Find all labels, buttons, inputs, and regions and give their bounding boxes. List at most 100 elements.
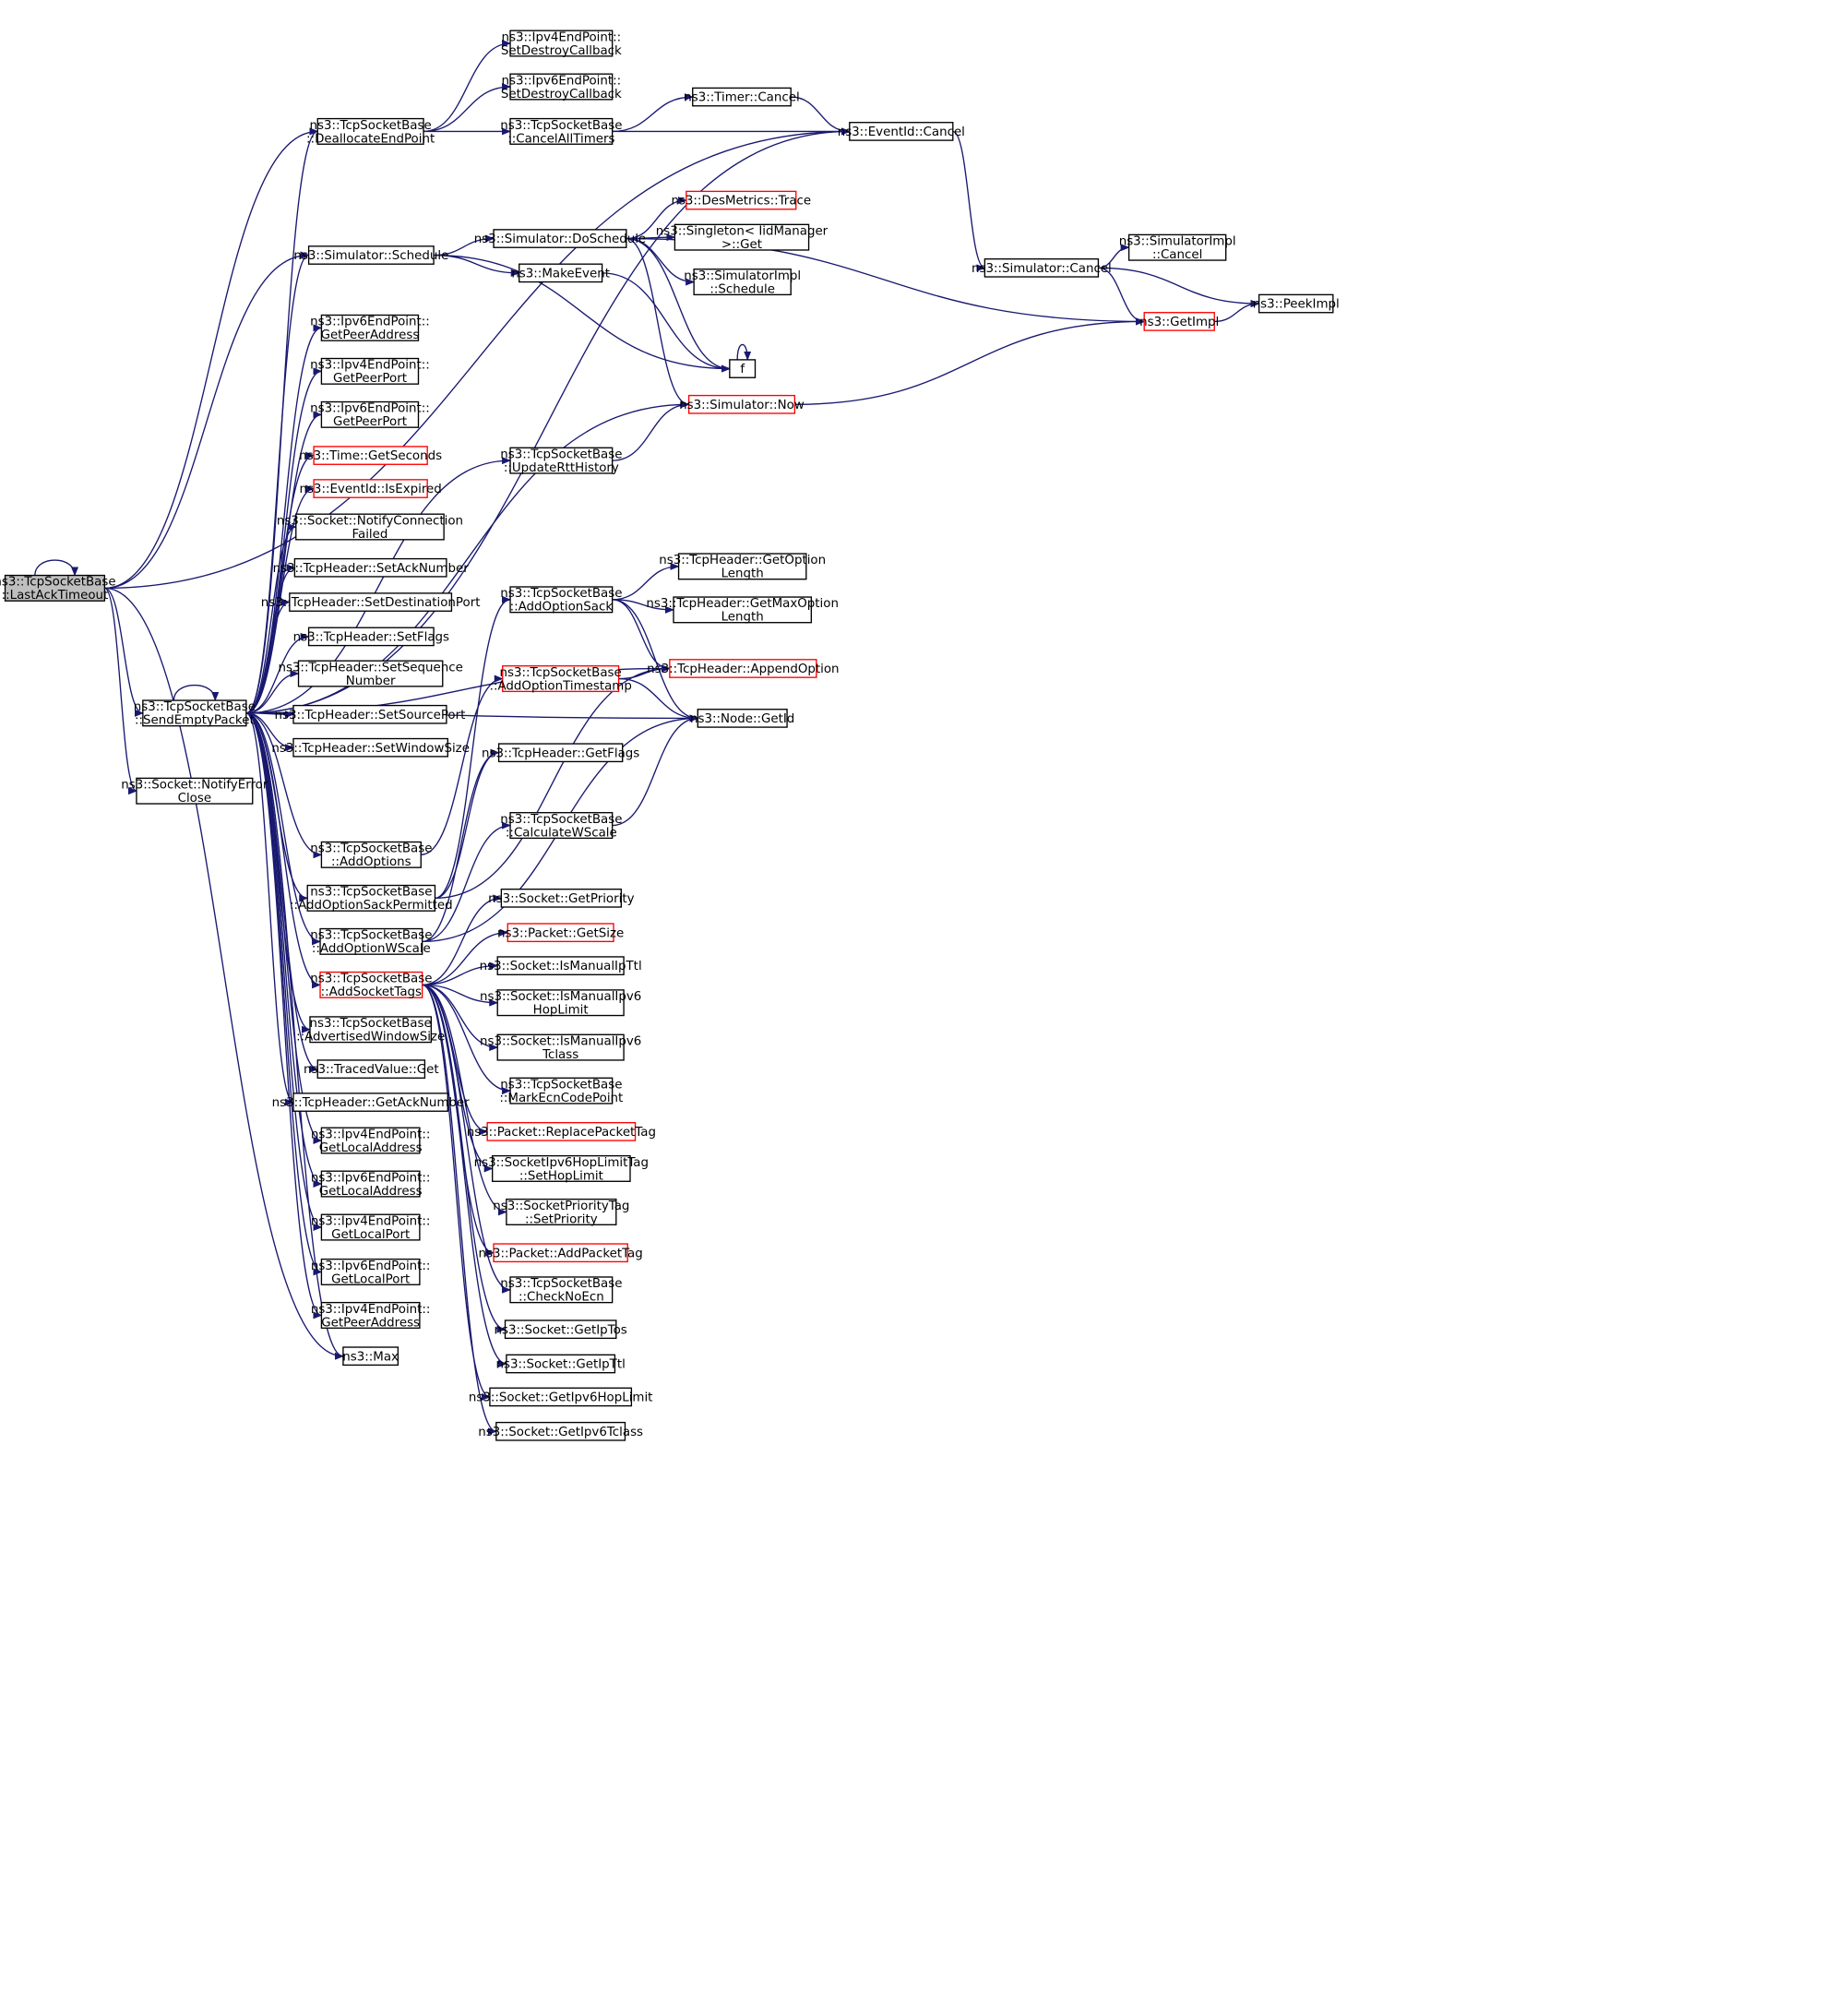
node-simschedule[interactable]: ns3::Simulator::Schedule: [293, 245, 448, 265]
node-ipv6localport[interactable]: ns3::Ipv6EndPoint::GetLocalPort: [311, 1258, 431, 1287]
node-simimplschedule[interactable]: ns3::SimulatorImpl::Schedule: [684, 269, 801, 297]
node-simcancel[interactable]: ns3::Simulator::Cancel: [972, 257, 1112, 278]
node-label: ::CancelAllTimers: [507, 132, 614, 146]
node-appendoption[interactable]: ns3::TcpHeader::AppendOption: [647, 659, 840, 678]
edge-sendempty-to-notifyconnfailed: [245, 523, 297, 714]
node-ipv4localport[interactable]: ns3::Ipv4EndPoint::GetLocalPort: [311, 1213, 431, 1242]
edge-addsockettags-to-ismanualipttl: [422, 961, 499, 986]
node-addoptionts[interactable]: ns3::TcpSocketBase::AddOptionTimestamp: [489, 665, 632, 694]
edge-simcancel-to-peekimpl: [1098, 267, 1260, 308]
node-singleton[interactable]: ns3::Singleton< IidManager >::Get: [656, 223, 829, 252]
node-ipv6destroy[interactable]: ns3::Ipv6EndPoint::SetDestroyCallback: [501, 73, 622, 101]
node-checknoecn[interactable]: ns3::TcpSocketBase::CheckNoEcn: [500, 1276, 622, 1305]
node-tracedget[interactable]: ns3::TracedValue::Get: [304, 1059, 439, 1079]
edge-sendempty-to-addoptions: [245, 712, 323, 859]
node-ipv4localaddr[interactable]: ns3::Ipv4EndPoint::GetLocalAddress: [311, 1127, 431, 1155]
node-getipv6tclass[interactable]: ns3::Socket::GetIpv6Tclass: [478, 1421, 643, 1441]
node-addoptionsack[interactable]: ns3::TcpSocketBase::AddOptionSack: [500, 586, 622, 615]
node-getiptos[interactable]: ns3::Socket::GetIpTos: [495, 1319, 627, 1340]
node-addoptionsackperm[interactable]: ns3::TcpSocketBase::AddOptionSackPermitt…: [290, 884, 453, 913]
node-label: ns3::Ipv4EndPoint::: [311, 1303, 431, 1317]
node-setflags[interactable]: ns3::TcpHeader::SetFlags: [293, 627, 449, 647]
node-setwinsize[interactable]: ns3::TcpHeader::SetWindowSize: [271, 737, 470, 758]
node-sendempty[interactable]: ns3::TcpSocketBase::SendEmptyPacket: [134, 699, 256, 728]
node-box: [509, 586, 614, 614]
node-sethoplimit[interactable]: ns3::SocketIpv6HopLimitTag::SetHopLimit: [474, 1154, 649, 1184]
node-ipv4peeraddr[interactable]: ns3::Ipv4EndPoint::GetPeerAddress: [311, 1301, 431, 1331]
node-addsockettags[interactable]: ns3::TcpSocketBase::AddSocketTags: [310, 971, 432, 1000]
node-addpackettag[interactable]: ns3::Packet::AddPacketTag: [479, 1243, 643, 1263]
node-getseconds[interactable]: ns3::Time::GetSeconds: [299, 446, 442, 465]
edge-addoptionsack-to-appendoption: [612, 599, 671, 673]
node-ipv6localaddr[interactable]: ns3::Ipv6EndPoint::GetLocalAddress: [311, 1170, 431, 1199]
edge-sendempty-to-setflags: [245, 632, 310, 714]
node-setpriority[interactable]: ns3::SocketPriorityTag::SetPriority: [493, 1198, 629, 1227]
node-label: ns3::TcpSocketBase: [500, 666, 622, 680]
node-getimpl[interactable]: ns3::GetImpl: [1139, 312, 1219, 331]
node-markecn[interactable]: ns3::TcpSocketBase::MarkEcnCodePoint: [499, 1077, 623, 1105]
node-addoptionwscale[interactable]: ns3::TcpSocketBase::AddOptionWScale: [310, 927, 432, 957]
node-label: ns3::Node::GetId: [690, 712, 794, 726]
node-getpriority[interactable]: ns3::Socket::GetPriority: [488, 888, 635, 908]
node-label: ns3::TcpHeader::SetAckNumber: [273, 562, 470, 576]
node-getipttl[interactable]: ns3::Socket::GetIpTtl: [495, 1354, 626, 1374]
node-label: ::SendEmptyPacket: [135, 714, 255, 728]
node-dealloc[interactable]: ns3::TcpSocketBase::DeallocateEndPoint: [306, 117, 435, 147]
node-timercancel[interactable]: ns3::Timer::Cancel: [684, 87, 800, 107]
node-getipv6hop[interactable]: ns3::Socket::GetIpv6HopLimit: [469, 1387, 653, 1407]
node-peekimpl[interactable]: ns3::PeekImpl: [1253, 293, 1340, 314]
node-ipv4destroy[interactable]: ns3::Ipv4EndPoint::SetDestroyCallback: [501, 30, 622, 58]
edge-addoptionts-to-nodegetid: [618, 677, 699, 722]
edge-getimpl-to-peekimpl: [1214, 300, 1260, 323]
node-simimplcancel[interactable]: ns3::SimulatorImpl::Cancel: [1119, 233, 1236, 262]
node-box: [697, 709, 788, 728]
node-makeevent[interactable]: ns3::MakeEvent: [511, 263, 610, 283]
node-eventcancel[interactable]: ns3::EventId::Cancel: [838, 122, 965, 141]
node-ipv6peeraddr[interactable]: ns3::Ipv6EndPoint::GetPeerAddress: [310, 314, 430, 343]
node-cancelall[interactable]: ns3::TcpSocketBase::CancelAllTimers: [500, 117, 622, 147]
node-label: ::AddSocketTags: [321, 985, 422, 999]
edge-sendempty-to-sendempty: [173, 684, 220, 702]
node-simnow[interactable]: ns3::Simulator::Now: [679, 394, 805, 414]
node-label: ns3::SimulatorImpl: [1119, 235, 1236, 249]
node-ipv4peerport[interactable]: ns3::Ipv4EndPoint::GetPeerPort: [310, 357, 430, 387]
node-getflags[interactable]: ns3::TcpHeader::GetFlags: [482, 743, 639, 763]
node-advwinsize[interactable]: ns3::TcpSocketBase::AdvertisedWindowSize: [296, 1016, 445, 1045]
node-setsrcport[interactable]: ns3::TcpHeader::SetSourcePort: [275, 704, 466, 724]
node-label: ns3::TcpSocketBase: [310, 119, 432, 133]
node-box: [509, 812, 614, 840]
node-getsize[interactable]: ns3::Packet::GetSize: [497, 923, 624, 943]
node-addoptions[interactable]: ns3::TcpSocketBase::AddOptions: [310, 841, 432, 870]
node-isexpired[interactable]: ns3::EventId::IsExpired: [299, 479, 442, 498]
node-ismanualipttl[interactable]: ns3::Socket::IsManualIpTtl: [480, 956, 642, 975]
node-label: ns3::Singleton< IidManager: [656, 225, 829, 239]
node-label: GetLocalAddress: [319, 1185, 423, 1199]
node-max[interactable]: ns3::Max: [342, 1346, 399, 1367]
node-doschedule[interactable]: ns3::Simulator::DoSchedule: [474, 229, 646, 248]
node-nodegetid[interactable]: ns3::Node::GetId: [690, 709, 794, 728]
node-replacetag[interactable]: ns3::Packet::ReplacePacketTag: [467, 1122, 656, 1141]
node-box: [307, 245, 435, 265]
edge-calcwscale-to-nodegetid: [612, 714, 699, 827]
node-setacknum[interactable]: ns3::TcpHeader::SetAckNumber: [273, 557, 470, 578]
node-calcwscale[interactable]: ns3::TcpSocketBase::CalculateWScale: [500, 812, 622, 841]
node-box: [693, 269, 792, 296]
node-box: [492, 1154, 631, 1182]
node-lastack[interactable]: ns3::TcpSocketBase::LastAckTimeout: [0, 574, 116, 603]
node-label: ns3::Socket::GetIpTos: [495, 1323, 627, 1337]
node-updatertt[interactable]: ns3::TcpSocketBase::UpdateRttHistory: [500, 447, 622, 475]
node-setdestport[interactable]: ns3::TcpHeader::SetDestinationPort: [261, 592, 481, 612]
node-box: [320, 357, 420, 385]
node-desmetrics[interactable]: ns3::DesMetrics::Trace: [671, 190, 811, 210]
node-ipv6peerport[interactable]: ns3::Ipv6EndPoint::GetPeerPort: [310, 400, 430, 430]
node-f[interactable]: f: [729, 359, 757, 378]
node-getacknum[interactable]: ns3::TcpHeader::GetAckNumber: [272, 1093, 471, 1112]
